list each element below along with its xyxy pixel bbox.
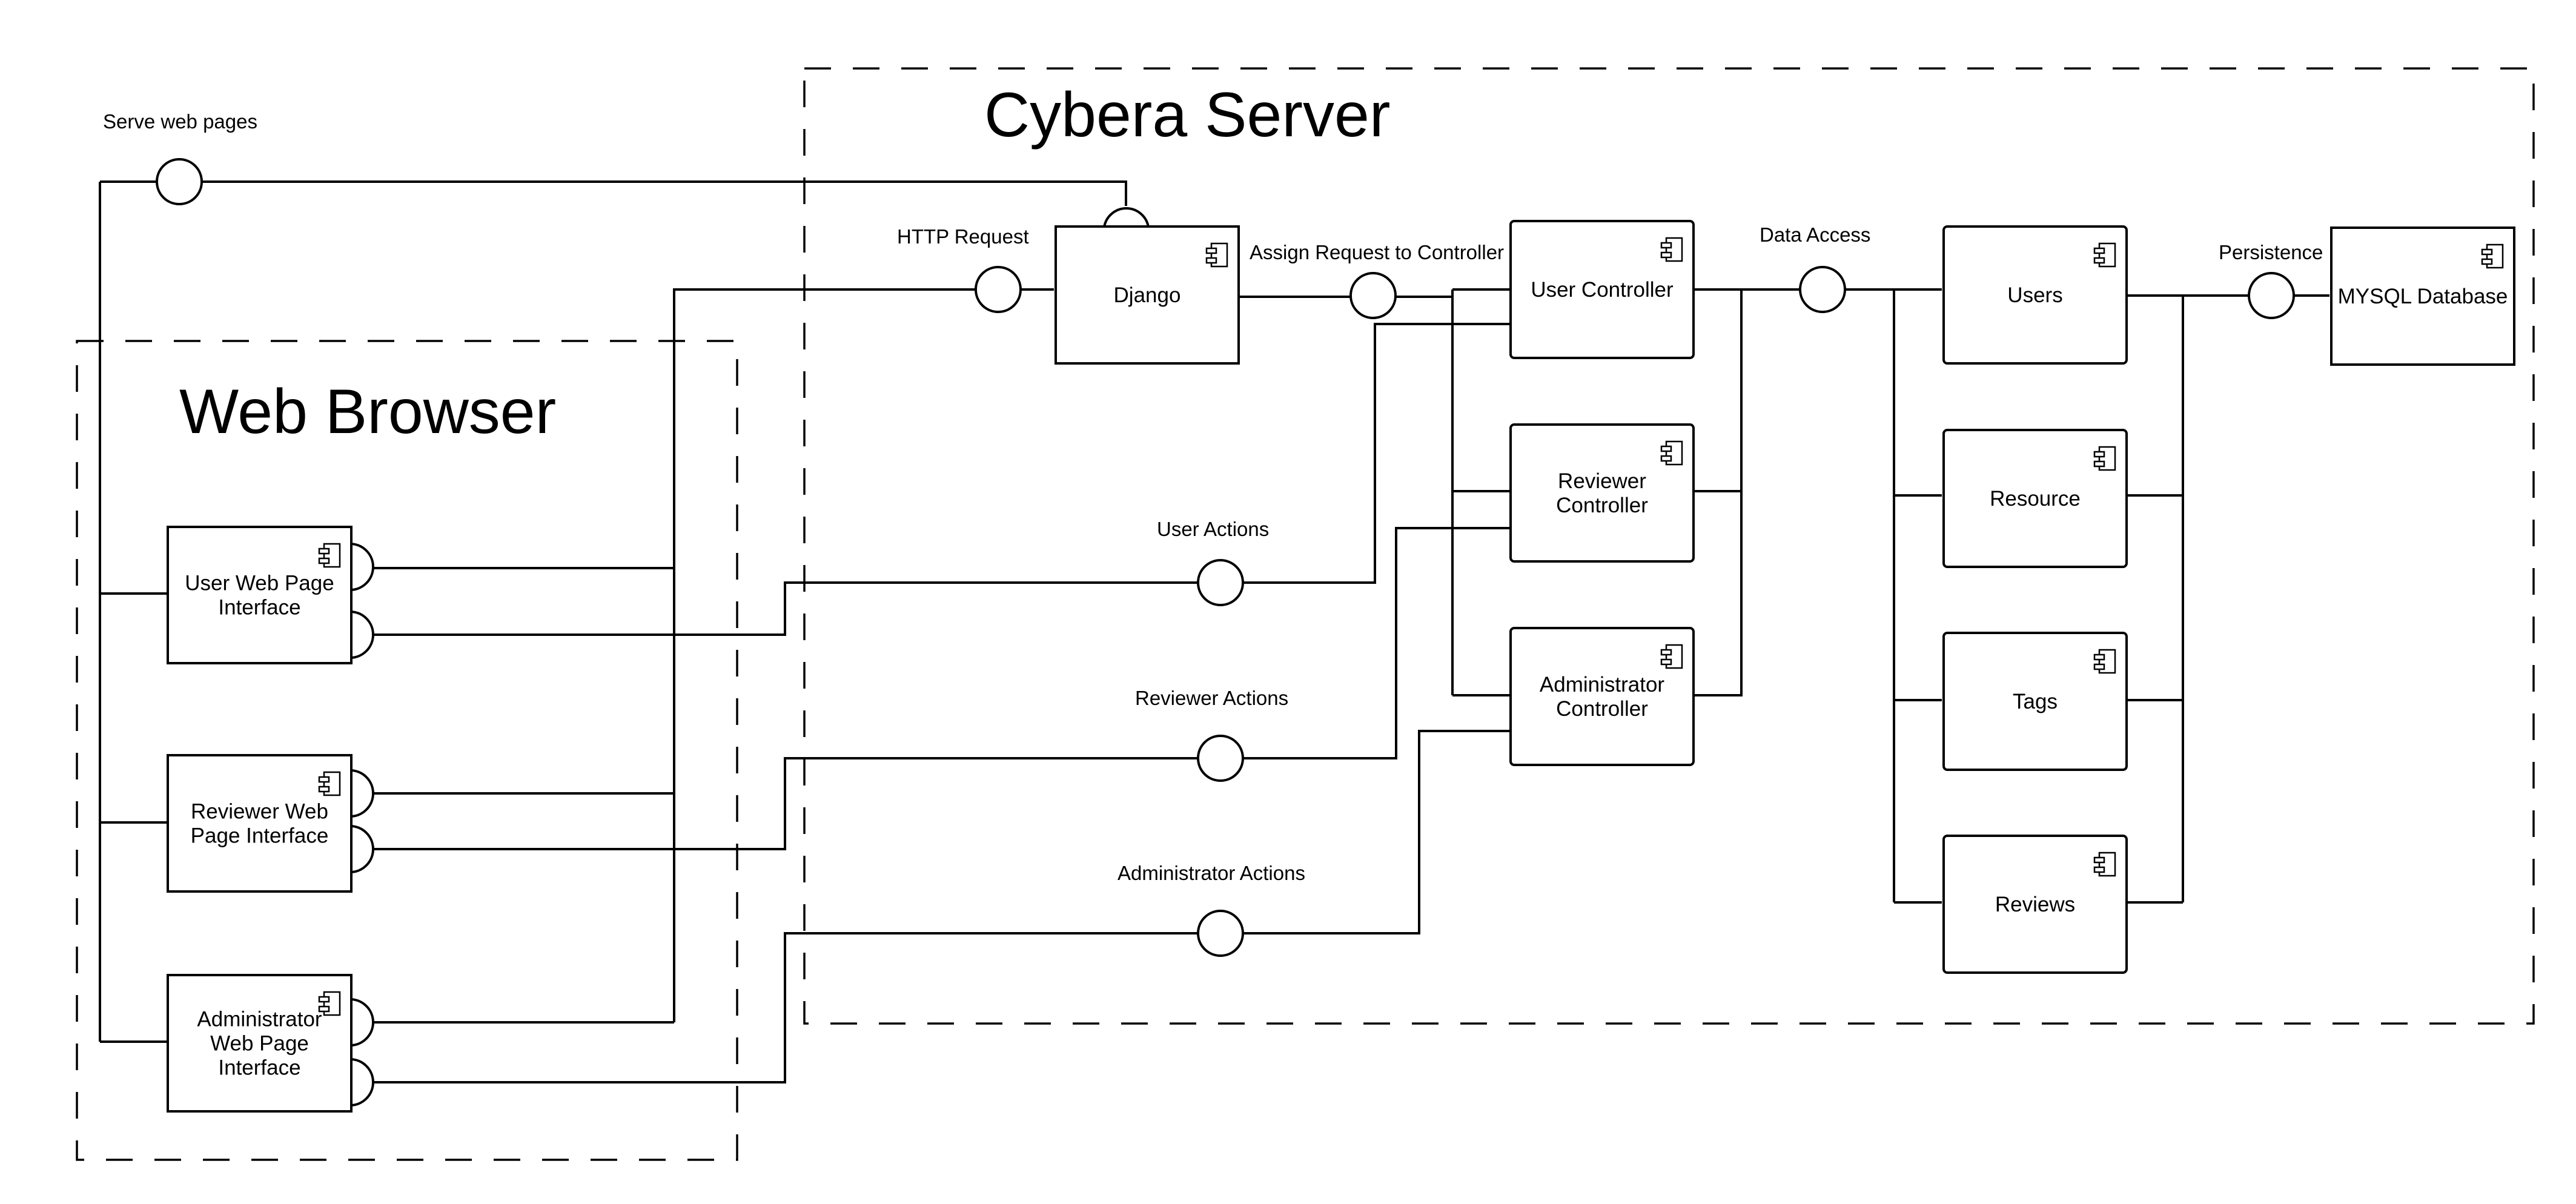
- administrator-web-page-interface-label: Web Page: [210, 1032, 309, 1056]
- django-to-assign-wire: [1237, 289, 1454, 298]
- user-ui-socket-2: [349, 610, 374, 659]
- administrator-controller-label: Controller: [1556, 697, 1648, 721]
- component-icon: [2481, 243, 2504, 269]
- reviewer-actions-interface[interactable]: [1197, 735, 1244, 782]
- django-component[interactable]: Django: [1055, 225, 1240, 365]
- web-browser-boundary: [76, 340, 738, 1161]
- component-icon: [318, 991, 341, 1016]
- administrator-actions-interface[interactable]: [1197, 910, 1244, 957]
- persistence-wire: [2127, 294, 2329, 904]
- component-icon: [1660, 644, 1683, 669]
- reviewer-controller-label: Reviewer: [1558, 469, 1646, 493]
- tags-component-box: [1942, 632, 2128, 771]
- reviewer-web-page-interface-label: Page Interface: [191, 824, 329, 848]
- reviewer-actions-wire: [373, 527, 1509, 850]
- user-actions-wire: [373, 323, 1509, 636]
- administrator-web-page-interface-label: Interface: [218, 1056, 300, 1080]
- component-icon: [318, 771, 341, 796]
- component-icon: [1660, 237, 1683, 262]
- user-web-page-interface-label: Interface: [218, 596, 300, 620]
- resource-component[interactable]: Resource: [1942, 429, 2128, 568]
- user-controller-label: User Controller: [1531, 278, 1674, 302]
- user-ui-socket-1: [349, 543, 374, 591]
- resource-component-label: Resource: [1990, 487, 2081, 511]
- mysql-database[interactable]: MYSQL Database: [2330, 227, 2515, 366]
- component-icon: [1660, 440, 1683, 466]
- reviewer-ui-socket-2: [349, 825, 374, 873]
- component-icon: [318, 543, 341, 568]
- user-controller-box: [1509, 220, 1695, 359]
- users-component-label: Users: [2007, 283, 2062, 307]
- http-request-interface[interactable]: [975, 266, 1022, 313]
- data-access-label: Data Access: [1760, 223, 1870, 246]
- interface-symbols: [156, 158, 2295, 957]
- web-browser-title: Web Browser: [179, 377, 556, 447]
- reviewer-web-page-interface-label: Reviewer Web: [191, 800, 328, 824]
- reviews-component[interactable]: Reviews: [1942, 835, 2128, 974]
- administrator-web-page-interface-label: Administrator: [197, 1008, 322, 1031]
- tags-component-label: Tags: [2013, 690, 2058, 713]
- serve-web-pages-label: Serve web pages: [103, 110, 257, 133]
- ui-required-sockets: [349, 543, 374, 1106]
- reviewer-ui-socket-1: [349, 769, 374, 818]
- admin-ui-socket-2: [349, 1058, 374, 1106]
- http-request-wire: [373, 288, 1054, 1024]
- administrator-controller-box: [1509, 627, 1695, 766]
- http-request-label: HTTP Request: [897, 225, 1029, 248]
- serve-web-pages-socket: [1103, 207, 1150, 228]
- tags-component[interactable]: Tags: [1942, 632, 2128, 771]
- component-icon: [2093, 852, 2116, 877]
- resource-component-box: [1942, 429, 2128, 568]
- component-icon: [2093, 242, 2116, 268]
- user-controller[interactable]: User Controller: [1509, 220, 1695, 359]
- component-icon: [2093, 446, 2116, 471]
- admin-ui-socket-1: [349, 998, 374, 1047]
- reviews-component-label: Reviews: [1995, 893, 2075, 916]
- administrator-actions-wire: [373, 730, 1509, 1083]
- user-web-page-interface-label: User Web Page: [185, 572, 334, 595]
- administrator-actions-label: Administrator Actions: [1117, 862, 1305, 884]
- mysql-database-label: MYSQL Database: [2338, 285, 2508, 308]
- cybera-server-boundary: [803, 67, 2535, 1025]
- data-access-interface[interactable]: [1799, 266, 1846, 313]
- reviewer-controller-box: [1509, 423, 1695, 563]
- component-icon: [1205, 242, 1228, 268]
- persistence-interface[interactable]: [2248, 272, 2295, 319]
- assign-request-interface[interactable]: [1349, 272, 1397, 319]
- users-component[interactable]: Users: [1942, 225, 2128, 365]
- serve-web-pages-wire: [99, 180, 1127, 1043]
- component-icon: [2093, 649, 2116, 674]
- users-component-box: [1942, 225, 2128, 365]
- persistence-label: Persistence: [2219, 241, 2323, 263]
- data-access-wire: [1693, 288, 1942, 904]
- user-actions-interface[interactable]: [1197, 559, 1244, 606]
- user-actions-label: User Actions: [1157, 518, 1269, 540]
- serve-web-pages-interface[interactable]: [156, 158, 203, 205]
- django-component-label: Django: [1114, 283, 1181, 307]
- assign-request-wire: [1236, 288, 1509, 696]
- assign-request-label: Assign Request to Controller: [1250, 241, 1504, 263]
- reviews-component-box: [1942, 835, 2128, 974]
- cybera-server-title: Cybera Server: [984, 80, 1390, 150]
- reviewer-controller-label: Controller: [1556, 494, 1648, 517]
- reviewer-actions-label: Reviewer Actions: [1135, 687, 1288, 709]
- administrator-controller-label: Administrator: [1540, 673, 1665, 696]
